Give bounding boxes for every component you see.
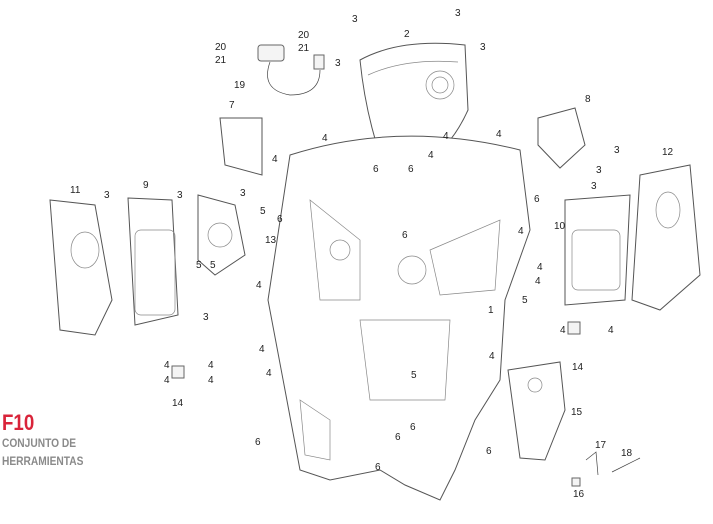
section-title: F10 CONJUNTO DE HERRAMIENTAS (2, 412, 98, 470)
callout: 3 (104, 190, 110, 201)
part-8 (537, 107, 586, 169)
part-16 (571, 477, 581, 487)
part-12 (631, 164, 701, 311)
section-code: F10 (2, 410, 35, 435)
part-7 (219, 117, 263, 176)
callout: 15 (571, 407, 583, 418)
callout: 5 (522, 295, 528, 306)
callout: 4 (322, 133, 328, 144)
callout: 4 (489, 351, 495, 362)
callout-labels: 3 3 2 3 3 20 20 21 21 19 7 8 12 4 4 4 6 … (70, 8, 674, 500)
callout: 16 (573, 489, 585, 500)
part-body-frame (267, 135, 531, 501)
callout: 4 (164, 375, 170, 386)
callout: 4 (535, 276, 541, 287)
callout: 2 (404, 29, 410, 40)
callout: 9 (143, 180, 149, 191)
callout: 6 (410, 422, 416, 433)
callout: 18 (621, 448, 633, 459)
callout: 6 (408, 164, 414, 175)
callout: 13 (265, 235, 277, 246)
callout: 4 (560, 325, 566, 336)
callout: 6 (486, 446, 492, 457)
part-harness (257, 44, 325, 96)
callout: 6 (395, 432, 401, 443)
callout: 6 (255, 437, 261, 448)
callout: 3 (591, 181, 597, 192)
part-18 (611, 457, 641, 473)
callout: 17 (595, 440, 607, 451)
callout: 4 (208, 375, 214, 386)
part-14-right (567, 321, 581, 335)
callout: 20 (298, 30, 310, 41)
section-title-line1: CONJUNTO DE (2, 436, 77, 450)
callout: 6 (402, 230, 408, 241)
callout: 4 (272, 154, 278, 165)
callout: 3 (455, 8, 461, 19)
callout: 3 (614, 145, 620, 156)
callout: 4 (266, 368, 272, 379)
callout: 3 (335, 58, 341, 69)
part-17 (585, 451, 599, 476)
callout: 1 (488, 305, 494, 316)
callout: 4 (496, 129, 502, 140)
callout: 5 (411, 370, 417, 381)
callout: 21 (298, 43, 310, 54)
callout: 3 (240, 188, 246, 199)
part-10 (564, 194, 631, 306)
callout: 4 (208, 360, 214, 371)
callout: 5 (210, 260, 216, 271)
callout: 6 (375, 462, 381, 473)
callout: 19 (234, 80, 246, 91)
callout: 4 (518, 226, 524, 237)
callout: 6 (373, 164, 379, 175)
callout: 4 (259, 344, 265, 355)
callout: 4 (164, 360, 170, 371)
callout: 10 (554, 221, 566, 232)
section-title-line2: HERRAMIENTAS (2, 454, 84, 468)
callout: 21 (215, 55, 227, 66)
callout: 4 (428, 150, 434, 161)
part-13 (197, 194, 246, 276)
callout: 3 (596, 165, 602, 176)
callout: 3 (352, 14, 358, 25)
part-15 (507, 361, 566, 461)
callout: 3 (203, 312, 209, 323)
callout: 12 (662, 147, 674, 158)
callout: 6 (534, 194, 540, 205)
part-14-left (171, 365, 185, 379)
callout: 3 (480, 42, 486, 53)
callout: 6 (277, 214, 283, 225)
callout: 20 (215, 42, 227, 53)
part-9 (127, 197, 179, 326)
callout: 3 (177, 190, 183, 201)
callout: 8 (585, 94, 591, 105)
callout: 4 (256, 280, 262, 291)
callout: 5 (260, 206, 266, 217)
callout: 4 (443, 131, 449, 142)
callout: 7 (229, 100, 235, 111)
callout: 5 (196, 260, 202, 271)
callout: 4 (608, 325, 614, 336)
callout: 11 (70, 185, 81, 196)
callout: 4 (537, 262, 543, 273)
callout: 14 (572, 362, 584, 373)
callout: 14 (172, 398, 184, 409)
